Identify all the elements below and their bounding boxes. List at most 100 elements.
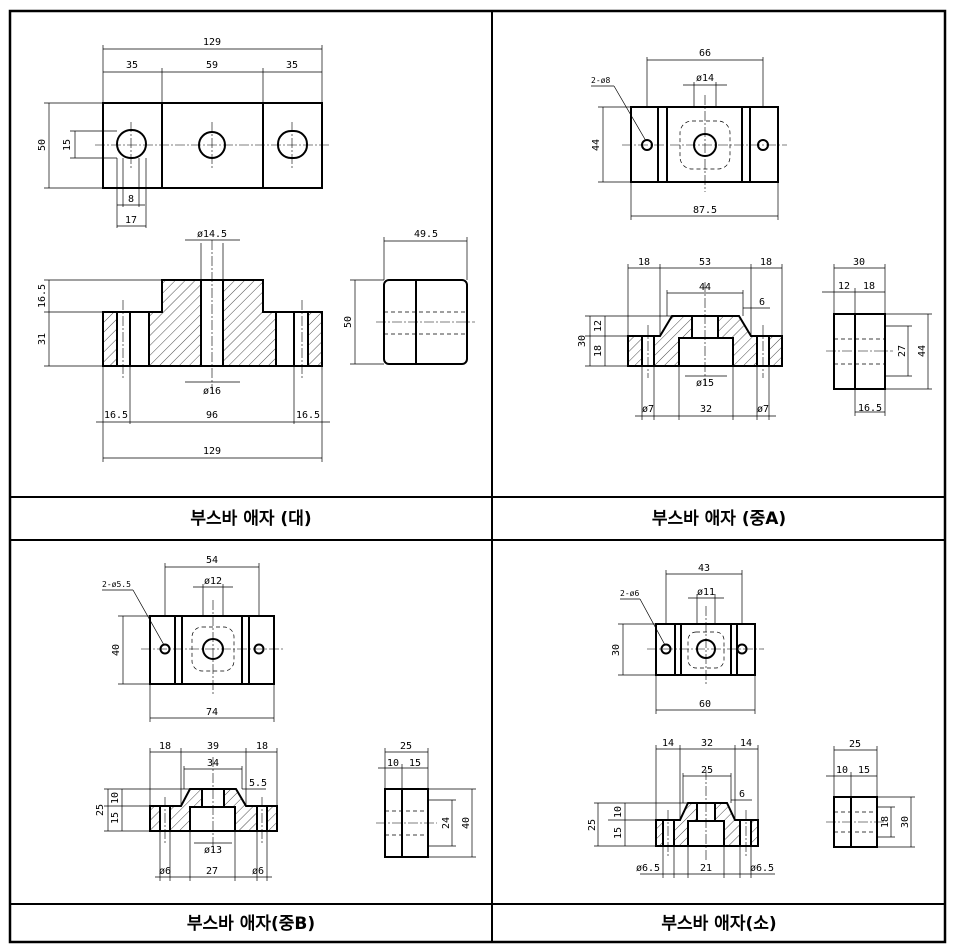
dim-large-129b: 129 [203,446,221,457]
dim-medium-a-30: 30 [577,335,588,347]
medium-a-side-view: 30 12 18 27 44 16.5 [822,257,932,416]
dim-small-18: 18 [880,816,891,828]
small-insulator-drawing: 2-ø6 43 ø11 30 60 [587,563,915,878]
dim-medium-a-phi7a: ø7 [642,404,654,415]
medium-b-side-view: 25 10 15 24 40 [376,741,476,858]
dim-medium-a-16-5: 16.5 [858,403,882,414]
medium-a-insulator-drawing: 2-ø8 66 ø14 44 87.5 [577,48,932,420]
note-medium-a-holes: 2-ø8 [591,76,610,85]
dim-small-43: 43 [698,563,710,574]
dim-small-phi11: ø11 [697,587,715,598]
caption-medium-a: 부스바 애자 (중A) [652,509,786,529]
dim-medium-b-15s: 15 [409,758,421,769]
note-medium-b-holes: 2-ø5.5 [102,580,131,589]
dim-large-96: 96 [206,410,218,421]
note-small-holes: 2-ø6 [620,589,639,598]
dim-medium-a-18v: 18 [593,345,604,357]
dim-medium-b-18b: 18 [256,741,268,752]
dim-large-16-5v: 16.5 [37,284,48,308]
dim-medium-a-12: 12 [593,320,604,332]
dim-small-60: 60 [699,699,711,710]
dim-medium-b-5-5: 5.5 [249,778,267,789]
medium-b-front-section [149,757,278,851]
dim-medium-a-6: 6 [759,297,765,308]
large-top-view [95,102,330,189]
dim-medium-b-phi12: ø12 [204,576,222,587]
dim-medium-a-18s: 18 [863,281,875,292]
small-top-dimensions: 2-ø6 43 ø11 30 60 [611,563,756,714]
dim-large-129: 129 [203,37,221,48]
small-side-view: 25 10 15 18 30 [826,739,915,848]
dim-medium-a-phi7b: ø7 [757,404,769,415]
medium-a-top-view [622,95,787,192]
dim-large-50: 50 [37,139,48,151]
large-front-dimensions: ø14.5 16.5 31 ø16 16.5 96 16.5 129 [37,229,330,462]
dim-medium-a-44: 44 [591,139,602,151]
dim-medium-a-phi14: ø14 [696,73,714,84]
dim-medium-b-27: 27 [206,866,218,877]
dim-small-14b: 14 [740,738,752,749]
dim-small-25v: 25 [587,819,598,831]
medium-b-insulator-drawing: 2-ø5.5 54 ø12 40 74 [95,555,476,881]
medium-a-front-dimensions: 18 53 18 44 6 30 12 18 ø15 [577,257,783,420]
small-top-view [647,606,764,686]
dim-small-phi6-5a: ø6.5 [636,863,660,874]
dim-medium-a-32: 32 [700,404,712,415]
dim-small-25s: 25 [849,739,861,750]
large-side-view: 49.5 50 [343,229,475,365]
dim-medium-b-10: 10 [110,792,121,804]
medium-a-top-dimensions: 2-ø8 66 ø14 44 87.5 [591,48,779,220]
dim-large-31: 31 [37,333,48,345]
medium-b-front-dimensions: 18 39 18 34 5.5 25 10 15 ø13 [95,741,278,881]
dim-small-15: 15 [613,827,624,839]
dim-medium-b-18a: 18 [159,741,171,752]
dim-medium-a-27: 27 [897,345,908,357]
dim-small-10: 10 [613,806,624,818]
caption-large: 부스바 애자 (대) [190,509,311,529]
dim-small-15s: 15 [858,765,870,776]
dim-medium-b-40s: 40 [461,817,472,829]
dim-large-35b: 35 [286,60,298,71]
dim-medium-a-66: 66 [699,48,711,59]
dim-medium-a-18a: 18 [638,257,650,268]
dim-large-59: 59 [206,60,218,71]
dim-medium-a-44b: 44 [699,282,711,293]
dim-medium-b-25s: 25 [400,741,412,752]
dim-large-49-5: 49.5 [414,229,438,240]
caption-small: 부스바 애자(소) [661,914,776,934]
dim-medium-b-phi13: ø13 [204,845,222,856]
caption-medium-b: 부스바 애자(중B) [187,914,315,934]
dim-large-8: 8 [128,194,134,205]
small-front-dimensions: 14 32 14 25 6 25 15 10 ø6.5 21 [587,738,775,878]
dim-medium-b-phi6b: ø6 [252,866,264,877]
medium-b-top-view [141,600,283,694]
dim-large-16-5b: 16.5 [296,410,320,421]
large-insulator-drawing: 129 35 59 35 50 15 8 17 [37,37,475,462]
dim-medium-b-39: 39 [207,741,219,752]
dim-small-phi6-5b: ø6.5 [750,863,774,874]
medium-a-front-section [627,282,783,385]
dim-medium-b-34: 34 [207,758,219,769]
dim-medium-b-15: 15 [110,812,121,824]
dim-medium-a-phi15: ø15 [696,378,714,389]
dim-medium-a-87-5: 87.5 [693,205,717,216]
dim-medium-a-30s: 30 [853,257,865,268]
dim-small-25: 25 [701,765,713,776]
dim-medium-b-74: 74 [206,707,218,718]
dim-large-phi14-5: ø14.5 [197,229,227,240]
dim-large-50b: 50 [343,316,354,328]
dim-medium-b-phi6a: ø6 [159,866,171,877]
dim-small-14a: 14 [662,738,674,749]
dim-medium-a-12s: 12 [838,281,850,292]
dim-medium-b-40: 40 [111,644,122,656]
dim-small-10s: 10 [836,765,848,776]
dim-large-16-5a: 16.5 [104,410,128,421]
large-front-section [102,240,323,390]
dim-large-17: 17 [125,215,137,226]
large-top-dimensions: 129 35 59 35 50 15 8 17 [37,37,323,228]
dim-small-30: 30 [611,644,622,656]
dim-medium-b-24: 24 [441,817,452,829]
dim-small-21: 21 [700,863,712,874]
dim-large-35a: 35 [126,60,138,71]
